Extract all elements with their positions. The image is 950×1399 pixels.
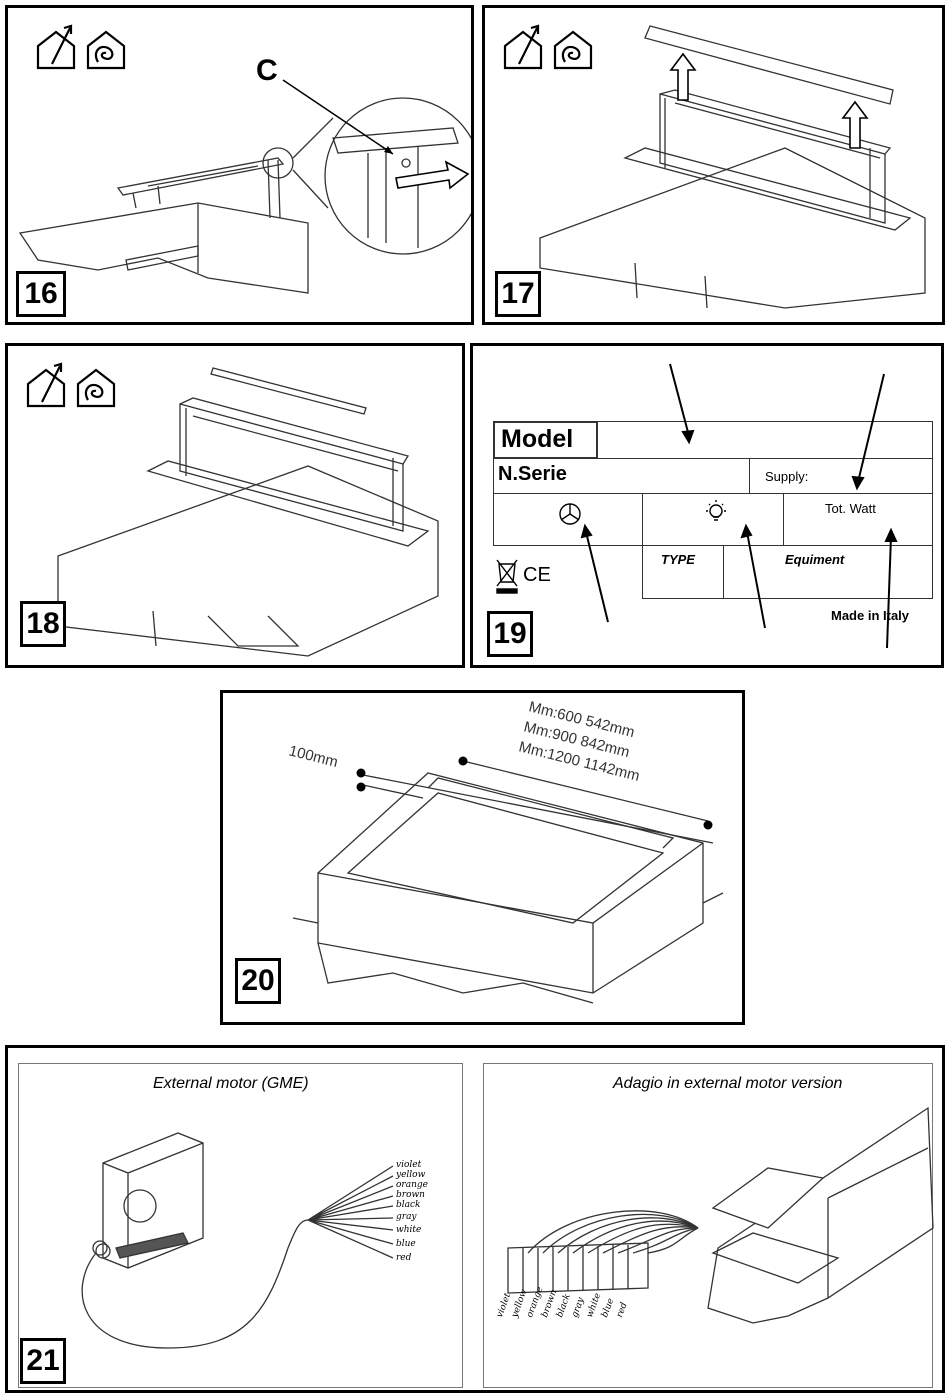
figure-21-panel: External motor (GME) Adagio in external … [5,1045,945,1393]
plate-tot-watt-label: Tot. Watt [825,501,876,516]
figure-18-panel: 18 [5,343,465,668]
figure-20-panel: 100mm Mm:600 542mm Mm:900 842mm Mm:1200 … [220,690,745,1025]
wire-label-red: red [396,1254,411,1263]
figure-20-drawing: 100mm Mm:600 542mm Mm:900 842mm Mm:1200 … [223,693,745,1025]
recirculation-house-icon [78,370,114,406]
wire-label-orange: orange [396,1181,428,1190]
weee-bin-icon [497,560,517,593]
exhaust-house-icon [28,364,64,406]
dim-100mm-label: 100mm [287,742,340,771]
figure-20-number: 20 [235,958,281,1004]
plate-model-label: Model [501,425,573,454]
figure-18-number: 18 [20,601,66,647]
wire-label-white: white [396,1226,421,1235]
plate-serie-label: N.Serie [498,463,567,486]
figure-17-number: 17 [495,271,541,317]
exhaust-house-icon [38,26,74,68]
figure-16-number: 16 [16,271,66,317]
plate-light-cell [642,493,784,546]
wire-label-gray: gray [396,1213,417,1222]
figure-18-drawing [8,346,465,668]
figure-16-panel: C 16 [5,5,474,325]
plate-equiment-label: Equiment [785,552,844,567]
wire-label-brown: brown [396,1191,425,1200]
plate-supply-label: Supply: [765,469,808,484]
ce-mark: CE [523,564,551,587]
figure-19-number: 19 [487,611,533,657]
figure-21-number: 21 [20,1338,66,1384]
figure-21-drawing [8,1048,945,1393]
figure-17-drawing [485,8,945,325]
recirculation-house-icon [88,32,124,68]
plate-made-in-label: Made in Italy [831,608,909,623]
figure-16-drawing: C [8,8,474,325]
plate-fan-cell [493,493,643,546]
callout-c-label: C [256,54,278,87]
wire-label-violet: violet [396,1161,421,1170]
exhaust-house-icon [505,26,541,68]
wire-label-yellow: yellow [396,1171,425,1180]
wire-label-blue: blue [396,1240,416,1249]
figure-19-panel: Model N.Serie Supply: Tot. Watt TYPE Equ… [470,343,944,668]
figure-17-panel: 17 [482,5,945,325]
plate-type-label: TYPE [661,552,695,567]
recirculation-house-icon [555,32,591,68]
wire-label-black: black [396,1201,421,1210]
